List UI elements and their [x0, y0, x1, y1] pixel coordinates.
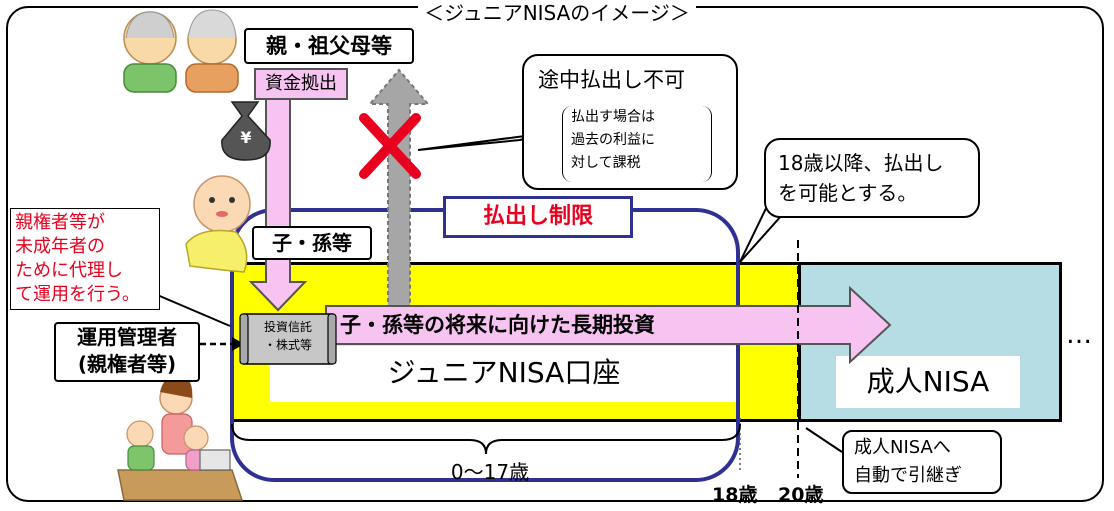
funding-label: 資金拠出: [254, 68, 348, 100]
junior-nisa-panel: [270, 346, 738, 402]
prohibited-x-icon: [359, 113, 421, 179]
withdrawal-callout-note: 払出す場合は 過去の利益に 対して課税: [562, 106, 712, 182]
after-18-callout: 18歳以降、払出し を可能とする。: [764, 138, 980, 218]
adult-nisa-label: 成人NISA: [866, 365, 990, 398]
child-label: 子・孫等: [252, 226, 372, 260]
junior-nisa-label: ジュニアNISA口座: [387, 356, 621, 389]
grandparents-icon: [123, 9, 239, 93]
investment-scroll-icon: [239, 313, 337, 365]
guardian-note: 親権者等が 未成年者の ために代理し て運用を行う。: [10, 208, 160, 310]
investment-label: 投資信託 ・株式等: [263, 320, 312, 352]
age-range-brace: [231, 423, 741, 455]
withdrawal-limit-label: 払出し制限: [443, 196, 633, 238]
long-term-investment-label: 子・孫等の将来に向けた長期投資: [340, 313, 655, 337]
funding-arrow: [248, 95, 308, 312]
auto-transfer-pointer: [805, 427, 843, 453]
age-18-label: 18歳: [712, 484, 758, 506]
manager-arrow-head: [232, 337, 244, 351]
yen-symbol: ¥: [240, 128, 252, 147]
family-computer-icon: [117, 375, 244, 501]
guardian-pointer: [154, 293, 231, 327]
continuation-ellipsis: …: [1066, 320, 1092, 350]
age-range-label: 0〜17歳: [450, 460, 530, 484]
auto-transfer-callout: 成人NISAへ 自動で引継ぎ: [842, 430, 1002, 494]
withdrawal-arrow: [367, 68, 431, 317]
diagram-title: ＜ジュニアNISAのイメージ＞: [0, 0, 1114, 26]
withdrawal-callout: 途中払出し不可 払出す場合は 過去の利益に 対して課税: [522, 54, 738, 190]
withdrawal-callout-heading: 途中払出し不可: [538, 68, 685, 92]
adult-nisa-panel: [836, 356, 1020, 408]
baby-icon: [185, 175, 251, 273]
age-20-label: 20歳: [778, 484, 824, 506]
parents-label: 親・祖父母等: [244, 28, 414, 64]
manager-label: 運用管理者 (親権者等): [54, 322, 200, 382]
long-term-investment-arrow: [325, 285, 892, 365]
money-bag-icon: [221, 101, 271, 161]
